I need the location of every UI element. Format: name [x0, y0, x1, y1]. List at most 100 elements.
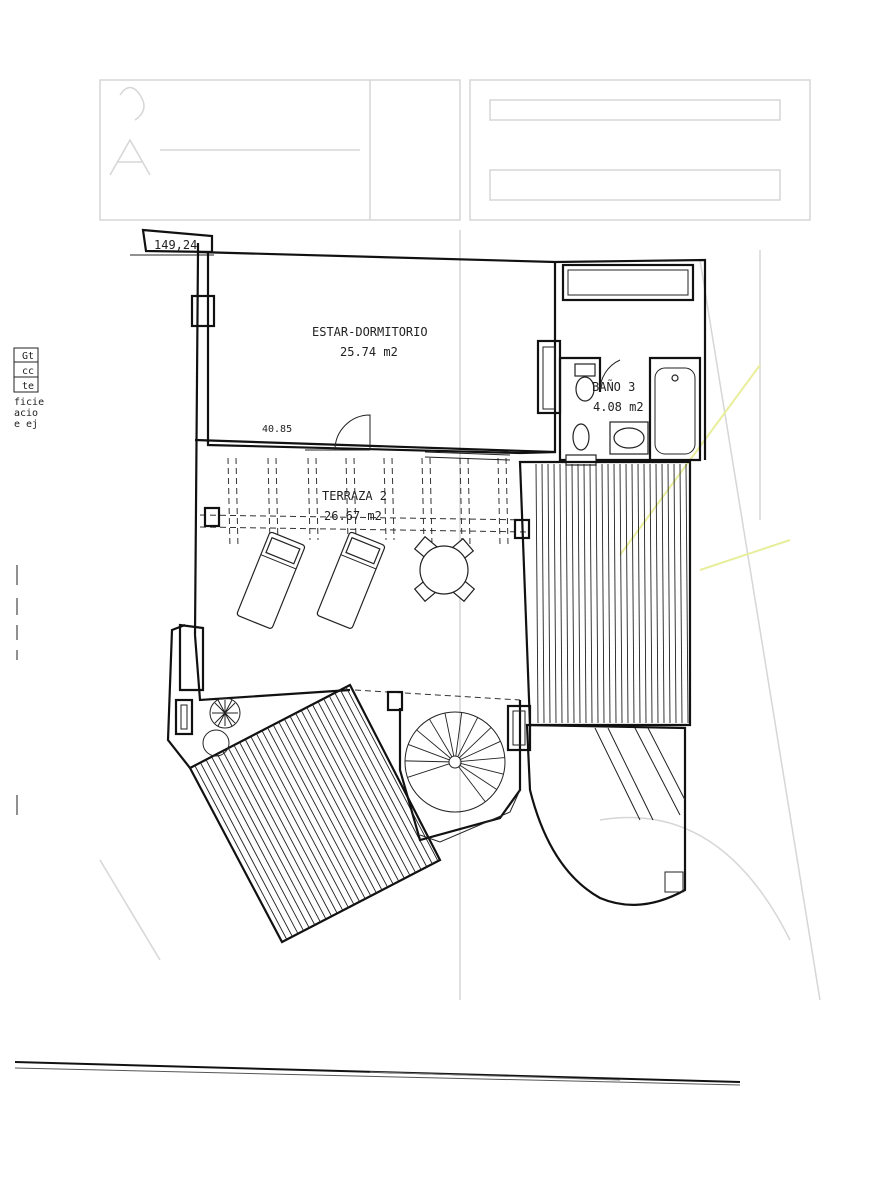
stair-tread: [455, 712, 463, 757]
deck-board: [239, 742, 332, 917]
deck-board: [345, 686, 439, 862]
deck-board: [261, 730, 355, 905]
deck-board: [194, 765, 288, 940]
page-rule: [14, 1061, 741, 1086]
deck-right: [518, 460, 692, 727]
room-terraza-2: TERRAZA 2 26.67 m2: [199, 451, 531, 712]
bleed-through-ghost-drawing: [99, 79, 821, 1001]
pergola-dashed-beams: [199, 457, 531, 701]
room-name: ESTAR-DORMITORIO: [312, 325, 428, 339]
round-table-with-chairs: [413, 535, 476, 603]
stair-tread: [459, 727, 492, 759]
sun-lounger: [236, 531, 306, 629]
highlighter-mark: [699, 539, 791, 571]
deck-board: [571, 463, 575, 724]
stair-tread: [460, 740, 501, 760]
stair-tread: [458, 766, 486, 803]
deck-board: [300, 710, 394, 885]
deck-board: [200, 762, 293, 937]
deck-lower-left: [188, 683, 442, 944]
stair-tread: [444, 712, 455, 757]
stair-tread: [457, 717, 479, 757]
deck-board: [211, 756, 304, 932]
deck-board: [595, 463, 599, 724]
margin-fragment: te: [22, 381, 34, 392]
deck-board: [256, 733, 349, 908]
deck-board: [323, 698, 416, 873]
exterior-walls: [166, 243, 707, 769]
deck-board: [547, 463, 551, 724]
deck-board: [607, 463, 611, 724]
stair-tread: [408, 744, 450, 761]
margin-fragment: ficie: [14, 397, 44, 408]
deck-board: [565, 463, 569, 724]
margin-fragment: Gt: [22, 351, 34, 362]
deck-board: [679, 463, 683, 724]
deck-board: [278, 721, 372, 897]
deck-board: [205, 759, 299, 934]
deck-board: [216, 753, 310, 929]
room-area: 4.08 m2: [593, 400, 644, 414]
deck-board: [577, 463, 581, 724]
deck-board: [222, 750, 316, 926]
deck-board: [613, 463, 617, 724]
stair-tread: [405, 760, 450, 763]
deck-board: [340, 689, 433, 865]
deck-board: [334, 692, 428, 868]
room-name: TERRAZA 2: [322, 489, 387, 503]
planter: [202, 697, 241, 757]
deck-board: [631, 463, 635, 724]
deck-board: [643, 463, 647, 724]
stair-tread: [460, 757, 505, 762]
margin-fragments: Gt cc te ficie acio e ej: [13, 347, 44, 815]
sun-lounger: [316, 531, 386, 629]
deck-board: [589, 463, 593, 724]
deck-board: [233, 744, 327, 920]
parcel-mark-text: 149,24: [154, 238, 197, 252]
deck-board: [272, 724, 366, 900]
deck-board: [267, 727, 360, 902]
room-bano-3: BAÑO 3 4.08 m2: [536, 339, 702, 466]
curved-terrace: [525, 723, 687, 906]
stair-tread: [459, 764, 497, 790]
deck-board: [559, 463, 563, 724]
stair-tread: [407, 763, 450, 778]
deck-board: [601, 463, 605, 724]
deck-board: [306, 707, 400, 882]
deck-board: [295, 713, 388, 888]
spiral-staircase: [398, 700, 532, 843]
level-mark: 40.85: [262, 424, 292, 435]
deck-board: [228, 747, 321, 923]
stair-tread: [428, 718, 453, 758]
deck-board: [328, 695, 422, 871]
stair-tread: [460, 763, 504, 775]
stair-tread: [416, 729, 451, 759]
deck-board: [312, 704, 405, 879]
deck-board: [317, 701, 411, 876]
deck-board: [284, 718, 377, 894]
room-name: BAÑO 3: [592, 379, 635, 394]
deck-board: [250, 736, 344, 911]
deck-board: [673, 463, 677, 724]
margin-fragment: e ej: [14, 419, 38, 430]
margin-fragment: cc: [22, 366, 34, 377]
deck-board: [541, 463, 545, 724]
deck-board: [583, 463, 587, 724]
deck-board: [649, 463, 653, 724]
deck-board: [625, 463, 629, 724]
deck-board: [289, 715, 383, 891]
deck-board: [553, 463, 557, 724]
deck-board: [661, 463, 665, 724]
deck-board: [535, 463, 539, 724]
deck-board: [685, 463, 689, 724]
room-area: 26.67 m2: [324, 509, 382, 523]
deck-board: [667, 463, 671, 724]
room-estar-dormitorio: ESTAR-DORMITORIO 25.74 m2 40.85: [262, 263, 695, 451]
deck-board: [619, 463, 623, 724]
room-area: 25.74 m2: [340, 345, 398, 359]
deck-board: [655, 463, 659, 724]
deck-board: [637, 463, 641, 724]
margin-fragment: acio: [14, 408, 38, 419]
deck-board: [244, 739, 338, 914]
